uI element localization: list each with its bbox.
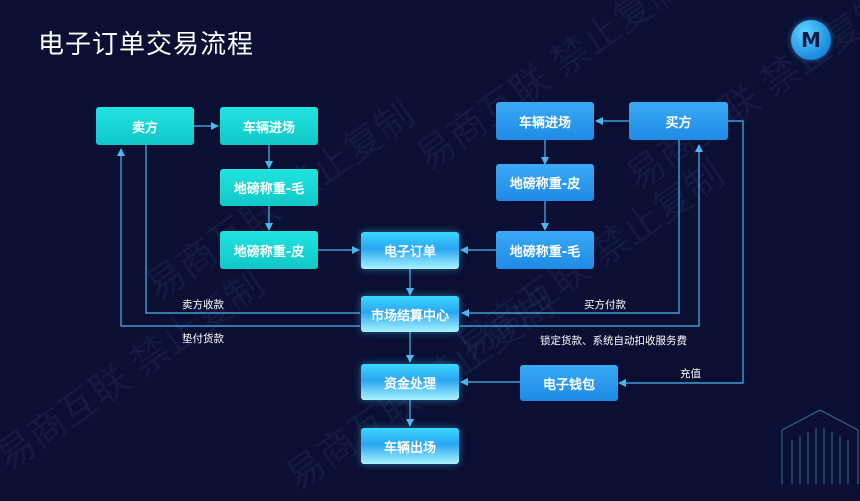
arrow-seller-collect [145,145,360,314]
node-buyer: 买方 [629,102,728,140]
node-vehicle-exit: 车辆出场 [361,428,459,464]
node-seller: 卖方 [96,107,194,145]
corner-decoration [781,409,859,484]
node-fund-processing: 资金处理 [361,364,459,400]
arrow-buyer-pay [461,140,680,317]
label-lock-payment: 锁定货款、系统自动扣收服务费 [540,335,687,347]
node-seller-vehicle-entry: 车辆进场 [220,107,318,145]
label-buyer-pay: 买方付款 [584,299,626,311]
node-e-order: 电子订单 [361,232,459,269]
node-buyer-weigh-gross: 地磅称重-毛 [496,231,594,269]
node-buyer-vehicle-entry: 车辆进场 [496,102,594,140]
node-seller-weigh-tare: 地磅称重-皮 [220,231,318,269]
arrow-lock-payment [460,144,703,327]
label-seller-collect: 卖方收款 [182,299,224,311]
brand-logo-icon: M [791,20,831,60]
connector-lines [117,117,744,427]
node-seller-weigh-gross: 地磅称重-毛 [220,169,318,206]
arrow-advance-payment [117,148,360,327]
label-recharge: 充值 [680,368,701,380]
page-title: 电子订单交易流程 [38,30,255,60]
node-settlement-center: 市场结算中心 [361,296,459,332]
node-e-wallet: 电子钱包 [520,365,618,401]
node-buyer-weigh-tare: 地磅称重-皮 [496,164,594,201]
label-advance-payment: 垫付货款 [182,333,224,345]
arrow-recharge [618,120,744,387]
